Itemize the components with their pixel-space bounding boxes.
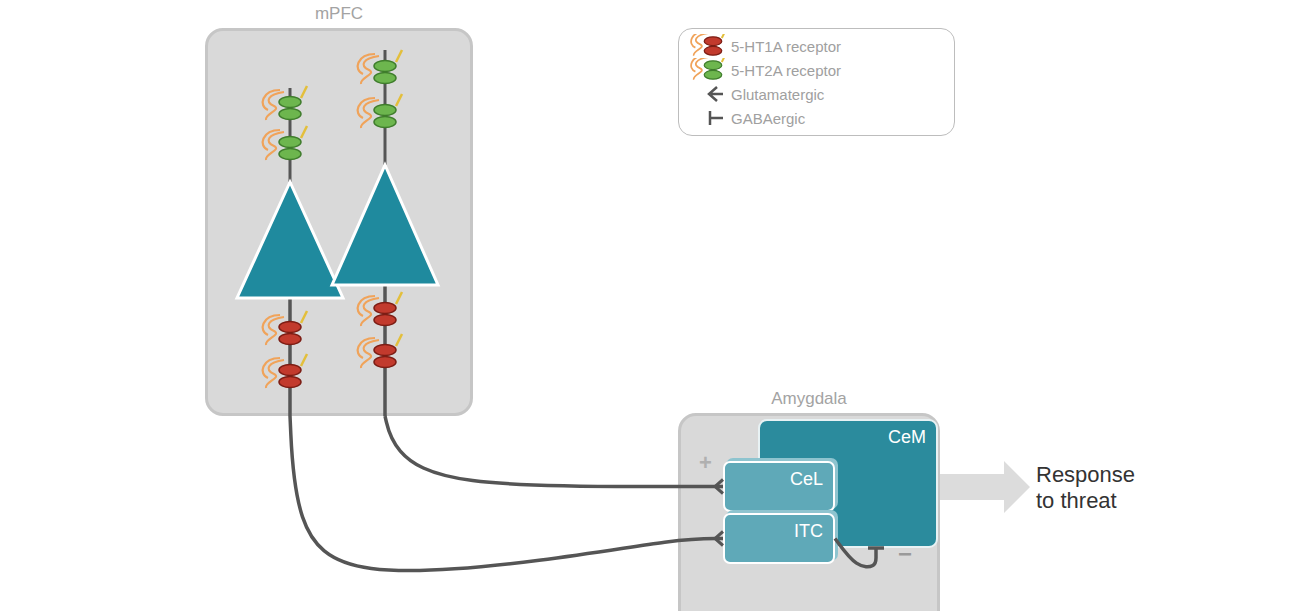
axon [288,298,292,416]
pyramidal-neuron [237,182,343,298]
receptor-domain [374,105,396,116]
receptor-tail [722,58,727,62]
receptor-icon [263,86,307,120]
receptor-domain [279,377,301,388]
legend-entry: 5-HT1A receptor [679,34,841,58]
receptor-domain [374,117,396,128]
receptor-domain [374,303,396,314]
receptor-icon [358,50,402,84]
receptor-domain [374,345,396,356]
receptor-domain [279,322,301,333]
receptor-domain [704,46,722,55]
output-label: Response to threat [1036,462,1156,515]
receptor-tail [396,334,402,346]
legend-entry: GABAergic [679,106,805,130]
receptor-domain [279,97,301,108]
receptor-icon [358,292,402,326]
receptor-domain [704,37,722,46]
legend-text: 5-HT2A receptor [731,62,841,79]
brain-region: AmygdalaCeMCeLITC [678,413,940,611]
nucleus-box: CeL [723,461,835,512]
legend-sample [679,58,731,82]
receptor-domain [374,315,396,326]
receptor-icon [263,354,307,388]
receptor-domain [374,73,396,84]
nucleus-box: ITC [723,513,835,564]
legend-sample [679,106,731,130]
legend-text: Glutamatergic [731,86,824,103]
receptor-domain [279,109,301,120]
excitatory-projection [385,416,723,487]
receptor-tail [301,86,307,98]
receptor-tail [301,311,307,323]
pyramidal-neuron [332,165,438,285]
glutamatergic-symbol [709,87,723,101]
legend-text: GABAergic [731,110,805,127]
legend-entry: Glutamatergic [679,82,824,106]
excitatory-projection [290,416,723,571]
receptor-domain [279,334,301,345]
nucleus-name: CeL [780,463,833,496]
receptor-domain [279,365,301,376]
receptor-tail [301,354,307,366]
gabaergic-symbol [710,111,723,125]
inhibitory-projection [835,539,876,567]
receptor-domain [704,61,722,70]
output-arrow [940,461,1030,513]
receptor-icon [358,334,402,368]
receptor-icon [691,34,726,56]
minus-sign: − [898,540,912,569]
receptor-domain [374,61,396,72]
nucleus-name: CeM [878,421,936,454]
legend-sample [679,34,731,58]
receptor-icon [691,58,726,80]
legend-text: 5-HT1A receptor [731,38,841,55]
plus-sign: + [699,450,712,476]
receptor-domain [704,70,722,79]
receptor-tail [722,34,727,38]
legend-sample [679,82,731,106]
region-heading: mPFC [208,4,470,24]
receptor-domain [279,149,301,160]
brain-region: mPFC [205,28,473,416]
receptor-icon [263,126,307,160]
nucleus-name: ITC [784,515,833,548]
legend-entry: 5-HT2A receptor [679,58,841,82]
region-heading: Amygdala [681,389,937,409]
receptor-tail [396,292,402,304]
receptor-tail [396,94,402,106]
receptor-tail [301,126,307,138]
legend-box: 5-HT1A receptor 5-HT2A receptorGlutamater… [678,28,955,136]
receptor-domain [374,357,396,368]
receptor-icon [358,94,402,128]
receptor-domain [279,137,301,148]
receptor-tail [396,50,402,62]
receptor-icon [263,311,307,345]
